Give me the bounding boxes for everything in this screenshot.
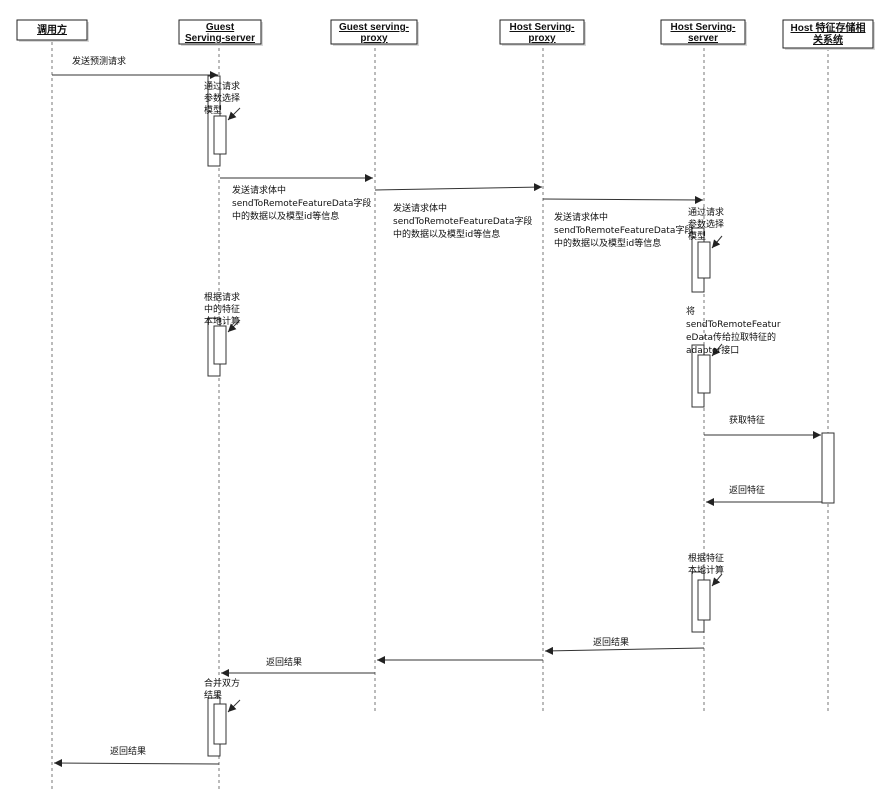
participant-label: proxy [360,33,388,44]
svg-text:本地计算: 本地计算 [688,564,724,576]
activation-bars [207,75,835,757]
arrow-return-result-host [544,646,705,655]
arrow-guest-proxy-to-host-proxy [374,183,543,192]
participant-guest-serving-proxy: Guest serving- proxy [330,19,419,46]
label-return-features: 返回特征 [729,484,765,496]
message-arrows [52,71,822,768]
self-call-guest-1 [227,107,241,121]
self-call-guest-2 [227,319,241,333]
activation-host-1 [691,227,711,293]
svg-text:本地计算: 本地计算 [204,315,240,327]
svg-text:sendToRemoteFeatureData字段: sendToRemoteFeatureData字段 [554,224,693,236]
self-call-host-1 [711,235,723,249]
svg-text:结果: 结果 [204,689,222,701]
self-call-guest-3 [227,699,241,713]
activation-guest-2 [207,317,227,377]
participant-host-serving-proxy: Host Serving- proxy [499,19,586,46]
svg-text:根据特征: 根据特征 [688,552,724,564]
label-guest-select-model: 通过请求 参数选择 模型 [204,80,240,116]
participant-label: Host Serving- [509,22,574,33]
svg-text:发送请求体中: 发送请求体中 [232,184,286,196]
svg-text:将: 将 [686,306,695,317]
message-labels: 发送预测请求 通过请求 参数选择 模型 发送请求体中 sendToRemoteF… [72,55,781,757]
lifelines [51,42,829,790]
label-return-result-host: 返回结果 [593,636,629,648]
label-host-proxy-to-host-server: 发送请求体中 sendToRemoteFeatureData字段 中的数据以及模… [554,211,693,249]
arrow-host-proxy-to-host-server [542,195,704,204]
participant-host-feature-storage: Host 特征存储相 关系统 [782,19,875,50]
label-guest-to-guest-proxy: 发送请求体中 sendToRemoteFeatureData字段 中的数据以及模… [232,184,371,222]
svg-text:中的数据以及模型id等信息: 中的数据以及模型id等信息 [232,210,339,222]
activation-feature-storage [821,432,835,504]
label-host-send-to-adaptor: 将 sendToRemoteFeatur eData传给拉取特征的 adapto… [686,306,781,356]
label-return-result-proxy: 返回结果 [266,656,302,668]
participant-label: Guest serving- [339,22,409,33]
label-host-select-model: 通过请求 参数选择 模型 [688,206,724,242]
svg-text:sendToRemoteFeatureData字段: sendToRemoteFeatureData字段 [232,197,371,209]
label-get-features: 获取特征 [729,414,765,426]
participant-guest-serving-server: Guest Serving-server [178,19,263,46]
activation-guest-3 [207,697,227,757]
participant-label: Serving-server [185,33,255,44]
activation-host-2 [691,344,711,408]
svg-text:中的特征: 中的特征 [204,303,240,315]
svg-text:adaptor接口: adaptor接口 [686,344,739,356]
svg-text:中的数据以及模型id等信息: 中的数据以及模型id等信息 [554,237,661,249]
svg-text:根据请求: 根据请求 [204,291,240,303]
activation-host-3 [691,571,711,633]
svg-text:eData传给拉取特征的: eData传给拉取特征的 [686,331,776,343]
svg-text:合并双方: 合并双方 [204,677,240,689]
label-send-predict-request: 发送预测请求 [72,55,126,67]
participant-label: 关系统 [813,33,843,46]
label-host-local-compute: 根据特征 本地计算 [688,552,724,576]
svg-text:中的数据以及模型id等信息: 中的数据以及模型id等信息 [393,228,500,240]
svg-text:sendToRemoteFeatureData字段: sendToRemoteFeatureData字段 [393,215,532,227]
participant-caller: 调用方 [16,19,89,42]
label-return-result-caller: 返回结果 [110,745,146,757]
svg-text:发送请求体中: 发送请求体中 [393,202,447,214]
label-guest-proxy-to-host-proxy: 发送请求体中 sendToRemoteFeatureData字段 中的数据以及模… [393,202,532,240]
activation-guest-1 [207,75,227,167]
participant-label: Guest [206,22,235,33]
participant-label: Host Serving- [670,22,735,33]
label-merge-results: 合并双方 结果 [204,677,240,701]
label-guest-local-compute: 根据请求 中的特征 本地计算 [204,291,240,327]
svg-text:参数选择: 参数选择 [688,218,724,230]
participant-host-serving-server: Host Serving- server [660,19,747,46]
svg-text:发送请求体中: 发送请求体中 [554,211,608,223]
self-call-arrows [227,107,723,713]
svg-text:通过请求: 通过请求 [688,206,724,218]
self-call-host-2 [711,343,723,357]
participant-label: server [688,33,718,44]
svg-text:sendToRemoteFeatur: sendToRemoteFeatur [686,320,781,330]
svg-text:通过请求: 通过请求 [204,80,240,92]
participant-label: 调用方 [37,23,67,36]
self-call-host-3 [711,573,723,587]
participant-label: Host 特征存储相 [791,21,866,34]
svg-text:模型: 模型 [204,105,222,116]
svg-text:参数选择: 参数选择 [204,92,240,104]
participant-label: proxy [528,33,556,44]
arrow-return-result-caller [53,759,220,768]
svg-text:模型: 模型 [688,231,706,242]
